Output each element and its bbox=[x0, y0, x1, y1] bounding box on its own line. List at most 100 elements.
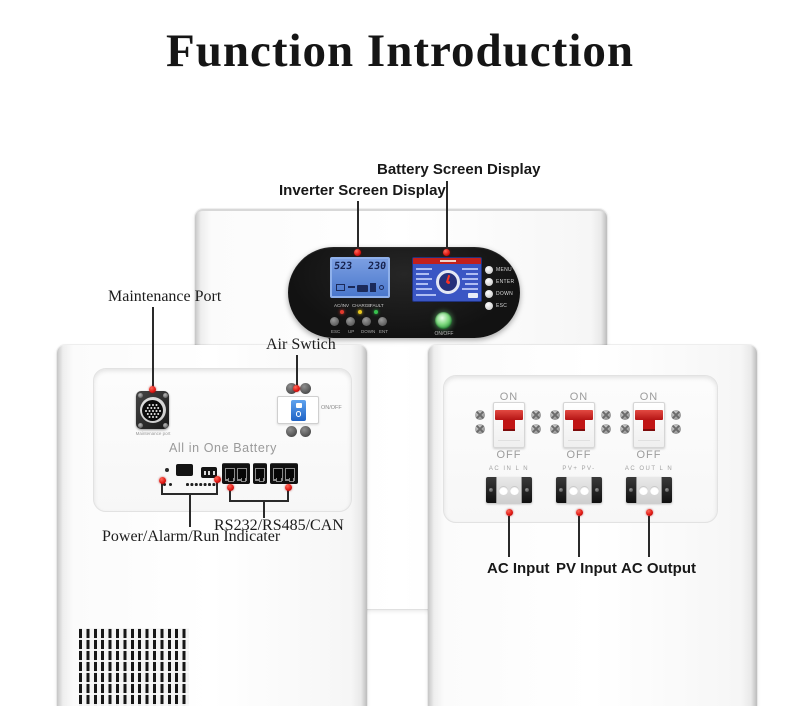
ac-output-terminal bbox=[626, 477, 672, 503]
callout-line bbox=[216, 482, 218, 495]
ventilation-grille bbox=[79, 628, 189, 706]
screw-icon bbox=[475, 410, 485, 420]
charge-led-icon bbox=[358, 310, 362, 314]
screw-icon bbox=[601, 424, 611, 434]
page-title: Function Introduction bbox=[165, 25, 635, 77]
plug-icon bbox=[370, 283, 376, 292]
air-switch[interactable] bbox=[277, 396, 319, 424]
fault-led-label: FAULT bbox=[370, 303, 384, 308]
lcd-soft-button bbox=[468, 293, 478, 298]
esc-button-label: ESC bbox=[496, 303, 508, 309]
ac-inv-led-icon bbox=[340, 310, 344, 314]
power-on-off-button[interactable] bbox=[435, 312, 452, 329]
screw-icon bbox=[475, 424, 485, 434]
screw-icon bbox=[671, 410, 681, 420]
screw-icon bbox=[671, 424, 681, 434]
callout-dot bbox=[293, 385, 300, 392]
battery-icon bbox=[357, 285, 368, 292]
callout-indicator: Power/Alarm/Run Indicater bbox=[102, 528, 281, 545]
callout-line bbox=[578, 516, 580, 557]
nav-up-label: UP bbox=[348, 329, 355, 334]
down-button-label: DOWN bbox=[496, 291, 514, 297]
callout-dot bbox=[214, 476, 221, 483]
callout-dot bbox=[576, 509, 583, 516]
breaker3-on-label: ON bbox=[639, 391, 659, 403]
pv-input-terminal bbox=[556, 477, 602, 503]
callout-dot bbox=[443, 249, 450, 256]
port-pins-icon bbox=[152, 409, 154, 412]
callout-battery-screen: Battery Screen Display bbox=[377, 161, 541, 178]
callout-line bbox=[446, 181, 448, 250]
battery-inner-panel bbox=[93, 368, 352, 512]
callout-line bbox=[152, 307, 154, 388]
screw-icon bbox=[300, 383, 311, 394]
callout-dot bbox=[285, 484, 292, 491]
callout-line bbox=[229, 490, 231, 502]
menu-button[interactable] bbox=[485, 266, 493, 274]
screw-icon bbox=[286, 383, 297, 394]
callout-line bbox=[161, 483, 163, 495]
screw-icon bbox=[550, 424, 560, 434]
nav-down-label: DOWN bbox=[361, 329, 376, 334]
load-icon bbox=[379, 285, 384, 290]
reset-hole-icon bbox=[165, 468, 169, 472]
battery-lcd-screen bbox=[412, 257, 482, 302]
ac-inv-led-label: AC/INV bbox=[334, 303, 350, 308]
down-button[interactable] bbox=[485, 290, 493, 298]
callout-line bbox=[189, 493, 191, 527]
flow-arrow-icon bbox=[348, 286, 355, 288]
can-port bbox=[270, 463, 298, 484]
screw-icon bbox=[601, 410, 611, 420]
solar-panel-icon bbox=[336, 284, 345, 291]
callout-inverter-screen: Inverter Screen Display bbox=[279, 182, 446, 199]
callout-line bbox=[296, 355, 298, 387]
callout-ac-input: AC Input bbox=[487, 560, 550, 577]
screw-icon bbox=[300, 426, 311, 437]
nav-ent-label: ENT bbox=[379, 329, 388, 334]
power-on-off-label: ON/OFF bbox=[434, 331, 454, 337]
callout-line bbox=[263, 500, 265, 518]
ac-input-terminal bbox=[486, 477, 532, 503]
pv-terminal-label: PV+ PV- bbox=[562, 466, 596, 472]
callout-ac-output: AC Output bbox=[621, 560, 696, 577]
maintenance-port-small-label: Maintenance port bbox=[135, 431, 171, 436]
maintenance-port-connector bbox=[136, 391, 169, 429]
nav-ent-button[interactable] bbox=[378, 317, 387, 326]
nav-esc-button[interactable] bbox=[330, 317, 339, 326]
power-connector bbox=[201, 467, 217, 478]
status-led-pair-icon bbox=[163, 483, 166, 486]
callout-maintenance-port: Maintenance Port bbox=[108, 288, 222, 305]
inverter-lcd-left-value: 523 bbox=[333, 261, 353, 272]
breaker3-off-label: OFF bbox=[636, 449, 662, 461]
inverter-lcd-values: 523 230 bbox=[333, 261, 386, 272]
nav-down-button[interactable] bbox=[362, 317, 371, 326]
rs485-port bbox=[253, 463, 267, 484]
enter-button-label: ENTER bbox=[496, 279, 515, 285]
enter-button[interactable] bbox=[485, 278, 493, 286]
air-switch-rocker[interactable] bbox=[291, 400, 306, 421]
callout-dot bbox=[159, 477, 166, 484]
screw-icon bbox=[620, 410, 630, 420]
air-switch-onoff-label: ON/OFF bbox=[321, 405, 342, 411]
callout-dot bbox=[354, 249, 361, 256]
ac-out-terminal-label: AC OUT L N bbox=[624, 466, 674, 472]
breaker1-on-label: ON bbox=[499, 391, 519, 403]
nav-esc-label: ESC bbox=[331, 329, 341, 334]
battery-gauge-icon bbox=[436, 270, 460, 294]
ac-output-breaker[interactable] bbox=[633, 402, 665, 448]
charge-led-label: CHARGE bbox=[352, 303, 372, 308]
screw-icon bbox=[531, 410, 541, 420]
pv-input-breaker[interactable] bbox=[563, 402, 595, 448]
screw-icon bbox=[620, 424, 630, 434]
callout-dot bbox=[646, 509, 653, 516]
rs232-port bbox=[222, 463, 250, 484]
esc-button[interactable] bbox=[485, 302, 493, 310]
callout-rs232: RS232/RS485/CAN bbox=[214, 517, 344, 534]
ac-input-breaker[interactable] bbox=[493, 402, 525, 448]
screw-icon bbox=[531, 424, 541, 434]
nav-up-button[interactable] bbox=[346, 317, 355, 326]
callout-pv-input: PV Input bbox=[556, 560, 617, 577]
inverter-lcd-right-value: 230 bbox=[367, 261, 387, 272]
fault-led-icon bbox=[374, 310, 378, 314]
